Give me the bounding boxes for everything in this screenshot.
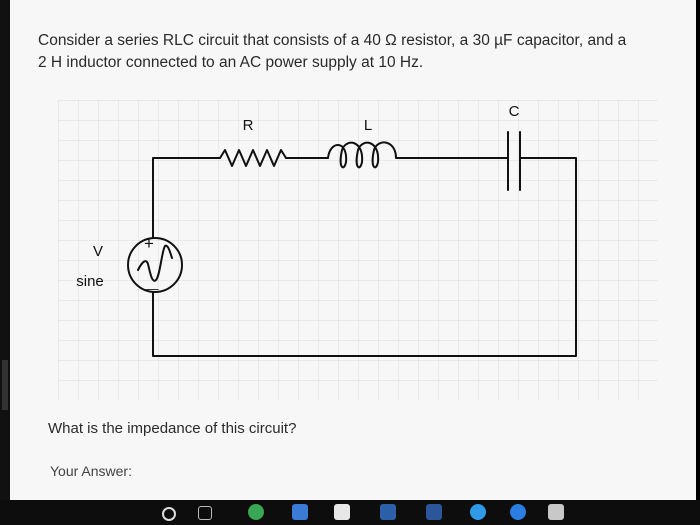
windows-taskbar [0,500,700,525]
question-line-2: 2 H inductor connected to an AC power su… [38,54,424,71]
app-icon[interactable] [548,504,564,520]
cortana-icon[interactable] [162,507,176,521]
inductor-label: L [364,117,372,134]
question-prompt: What is the impedance of this circuit? [48,420,297,437]
chrome-icon[interactable] [248,504,264,520]
file-explorer-icon[interactable] [292,504,308,520]
sine-wave-icon [137,244,173,282]
photos-icon[interactable] [510,504,526,520]
source-label-sine: sine [76,273,104,290]
source-label-v: V [93,243,103,260]
source-plus-sign: + [144,234,154,253]
screen-bezel-left [0,0,10,525]
source-minus-sign: — [146,281,159,296]
word-icon[interactable] [426,504,442,520]
question-text: Consider a series RLC circuit that consi… [38,30,688,74]
resistor-symbol [219,149,287,167]
rlc-circuit-diagram: R L C V sine + — [76,103,577,357]
scrollbar-mark [2,360,8,410]
ac-source-symbol [127,237,183,293]
capacitor-label: C [509,103,520,120]
mail-icon[interactable] [380,504,396,520]
task-view-icon[interactable] [198,506,212,520]
wire-top-left [152,157,221,166]
maps-icon[interactable] [470,504,486,520]
resistor-label: R [243,117,254,134]
question-page: Consider a series RLC circuit that consi… [10,0,696,505]
inductor-symbol [327,141,431,169]
wire-right [152,157,577,357]
question-line-1: Consider a series RLC circuit that consi… [38,32,627,49]
answer-label: Your Answer: [50,463,132,479]
store-icon[interactable] [334,504,350,520]
